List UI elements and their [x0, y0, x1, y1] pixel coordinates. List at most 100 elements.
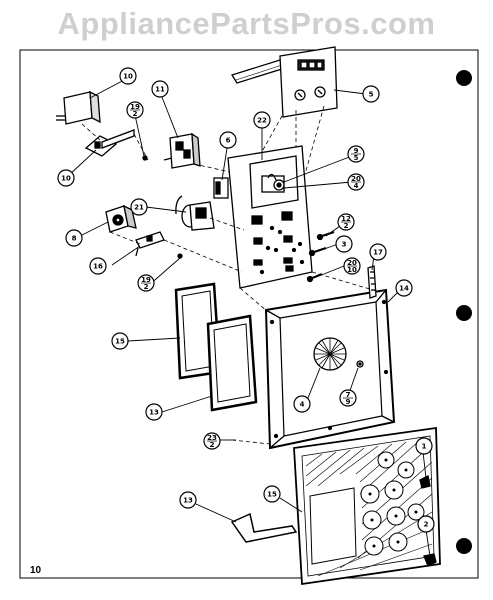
callout-number: 16: [93, 263, 103, 271]
component-21: [175, 195, 215, 231]
callout-circle: [415, 437, 433, 455]
screw-12: [316, 231, 335, 241]
callout-circle: [362, 85, 380, 103]
callout-number: 19: [130, 103, 140, 111]
callout-number: 10: [123, 73, 133, 81]
callout-c21: 21: [130, 198, 148, 216]
part-1: [419, 475, 431, 489]
callout-circle: [119, 67, 137, 85]
callout-c7: 79: [339, 389, 357, 407]
callout-circle: [130, 198, 148, 216]
callout-c17: 17: [369, 243, 387, 261]
callout-c14: 14: [395, 279, 413, 297]
relay-10-upper: [56, 90, 101, 125]
callout-circle: [151, 80, 169, 98]
front-panel-15: [293, 426, 441, 586]
callout-quantity: 9: [346, 398, 351, 406]
callout-circle: [263, 485, 281, 503]
callout-quantity: 2: [210, 441, 215, 449]
callout-quantity: 4: [354, 182, 359, 190]
frame-13: [206, 314, 258, 412]
callout-number: 13: [183, 497, 193, 505]
callout-circle: [89, 257, 107, 275]
callout-number: 23: [207, 434, 217, 442]
handle-13: [230, 512, 298, 543]
callout-circle: [219, 131, 237, 149]
callout-number: 9: [354, 147, 359, 155]
callout-number: 5: [369, 91, 374, 99]
callout-circle: [369, 243, 387, 261]
callout-circle: [65, 229, 83, 247]
switch-11: [163, 132, 201, 169]
callout-number: 3: [342, 241, 347, 249]
callout-c15b: 15: [263, 485, 281, 503]
callout-number: 21: [134, 204, 144, 212]
callout-c5: 5: [362, 85, 380, 103]
callout-c10b: 10: [57, 169, 75, 187]
callout-number: 8: [72, 235, 77, 243]
bracket-10: [84, 129, 135, 157]
callout-number: 6: [226, 137, 231, 145]
callout-number: 10: [61, 175, 71, 183]
callout-c11: 11: [151, 80, 169, 98]
callout-circle: [335, 235, 353, 253]
callout-number: 15: [267, 491, 277, 499]
callout-number: 4: [300, 401, 305, 409]
callout-circle: [57, 169, 75, 187]
trim-strip: [231, 59, 286, 84]
callout-circle: [253, 111, 271, 129]
callout-number: 14: [399, 285, 409, 293]
callout-circle: [293, 395, 311, 413]
callout-number: 20: [351, 175, 361, 183]
callout-c10a: 10: [119, 67, 137, 85]
callout-c23: 232: [203, 432, 221, 450]
callout-c4: 4: [293, 395, 311, 413]
callout-c20a: 204: [347, 173, 365, 191]
callout-c8: 8: [65, 229, 83, 247]
callout-quantity: 2: [344, 222, 349, 230]
callout-c6: 6: [219, 131, 237, 149]
callout-number: 11: [155, 86, 165, 94]
callout-circle: [417, 515, 435, 533]
component-8: [105, 204, 137, 233]
callout-c19b: 192: [137, 274, 155, 292]
callout-number: 2: [424, 521, 429, 529]
callout-number: 17: [373, 249, 383, 257]
callout-quantity: 10: [347, 266, 357, 274]
callout-quantity: 2: [133, 110, 138, 118]
strip-17: [367, 265, 377, 299]
callout-c19a: 192: [126, 101, 144, 119]
control-plate-5: [279, 46, 338, 118]
callout-c15a: 15: [111, 332, 129, 350]
callout-c22: 22: [253, 111, 271, 129]
callout-c3: 3: [335, 235, 353, 253]
callout-c13b: 13: [179, 491, 197, 509]
callout-circle: [145, 403, 163, 421]
callout-quantity: 2: [144, 283, 149, 291]
callout-quantity: 5: [354, 154, 359, 162]
callout-number: 20: [347, 259, 357, 267]
relay-6: [213, 177, 229, 199]
callout-number: 1: [422, 443, 427, 451]
watermark: AppliancePartsPros.com: [57, 6, 436, 41]
bracket-16: [135, 231, 165, 257]
callout-c1: 1: [415, 437, 433, 455]
callout-number: 15: [115, 338, 125, 346]
part-2: [423, 553, 437, 567]
callout-c9: 95: [347, 145, 365, 163]
dial-4: [313, 337, 347, 371]
callout-number: 22: [257, 117, 267, 125]
page-number: 10: [30, 565, 42, 576]
callout-c16: 16: [89, 257, 107, 275]
control-board-22: [227, 145, 313, 289]
callout-number: 12: [341, 215, 351, 223]
callout-number: 13: [149, 409, 159, 417]
callout-circle: [179, 491, 197, 509]
callout-number: 7: [346, 391, 351, 399]
callout-c13a: 13: [145, 403, 163, 421]
callout-circle: [111, 332, 129, 350]
callout-c12: 122: [337, 213, 355, 231]
callout-circle: [395, 279, 413, 297]
